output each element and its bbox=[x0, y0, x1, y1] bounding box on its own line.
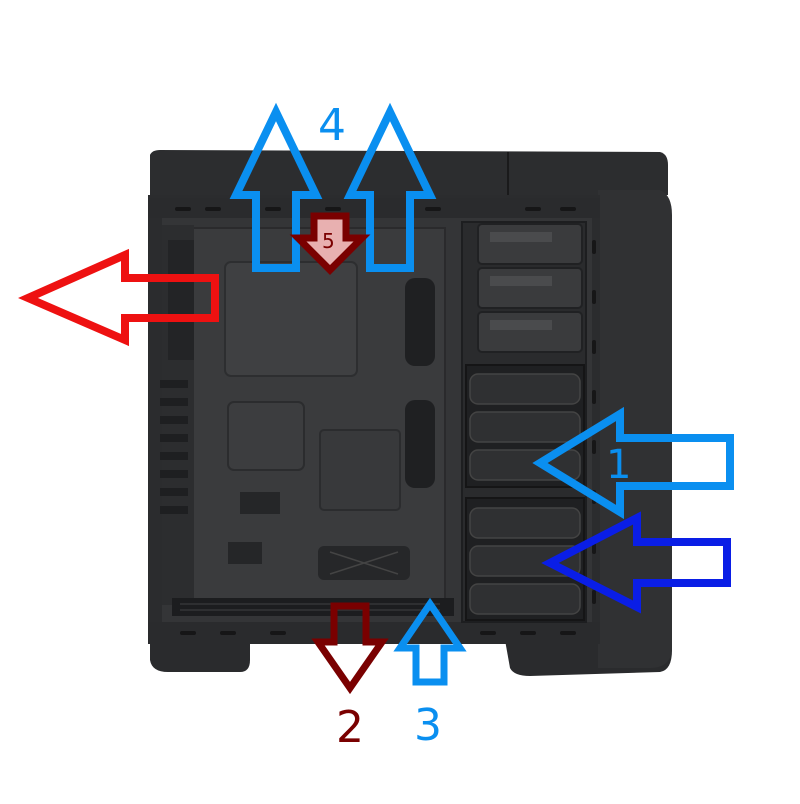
tray-notch-2 bbox=[228, 542, 262, 564]
hot-swap-bays bbox=[477, 223, 583, 353]
tray-cutout-top bbox=[224, 261, 358, 377]
airflow-arrow-icon-top-right bbox=[343, 102, 437, 272]
airflow-arrow-icon-bottom-exhaust bbox=[311, 602, 389, 695]
cpu-cutout bbox=[227, 401, 305, 471]
label-top-exhaust: 4 bbox=[318, 100, 346, 151]
label-top-inner: 5 bbox=[322, 229, 335, 253]
airflow-arrow-icon-rear-exhaust bbox=[18, 248, 219, 347]
bottom-vent-holes bbox=[180, 603, 440, 611]
bottom-rail-slots bbox=[180, 631, 576, 635]
label-bottom-exhaust: 2 bbox=[336, 702, 364, 753]
tray-notch-1 bbox=[240, 492, 280, 514]
hdd-cage-upper bbox=[465, 364, 585, 488]
label-front-intake-upper: 1 bbox=[606, 442, 631, 488]
label-bottom-intake: 3 bbox=[414, 700, 442, 751]
case-top-panel bbox=[150, 150, 668, 195]
bottom-rail bbox=[148, 622, 600, 644]
pc-case-icon bbox=[148, 150, 672, 676]
expansion-slots bbox=[160, 380, 188, 514]
grommet-1 bbox=[405, 278, 435, 366]
cable-cutout-cross bbox=[329, 551, 399, 575]
grommet-2 bbox=[405, 400, 435, 488]
tray-cutout-lower bbox=[319, 429, 401, 511]
airflow-arrow-icon-top-inner bbox=[289, 212, 371, 275]
case-front-panel bbox=[598, 190, 672, 668]
airflow-arrow-icon-top-left bbox=[229, 102, 323, 272]
airflow-arrow-icon-front-intake-lower bbox=[541, 511, 731, 614]
top-rail-slots bbox=[175, 207, 576, 211]
rear-fan bbox=[168, 240, 194, 360]
airflow-arrow-icon-bottom-intake bbox=[393, 597, 467, 686]
bottom-vent bbox=[172, 598, 454, 616]
airflow-arrow-icon-front-intake-upper bbox=[532, 406, 734, 520]
